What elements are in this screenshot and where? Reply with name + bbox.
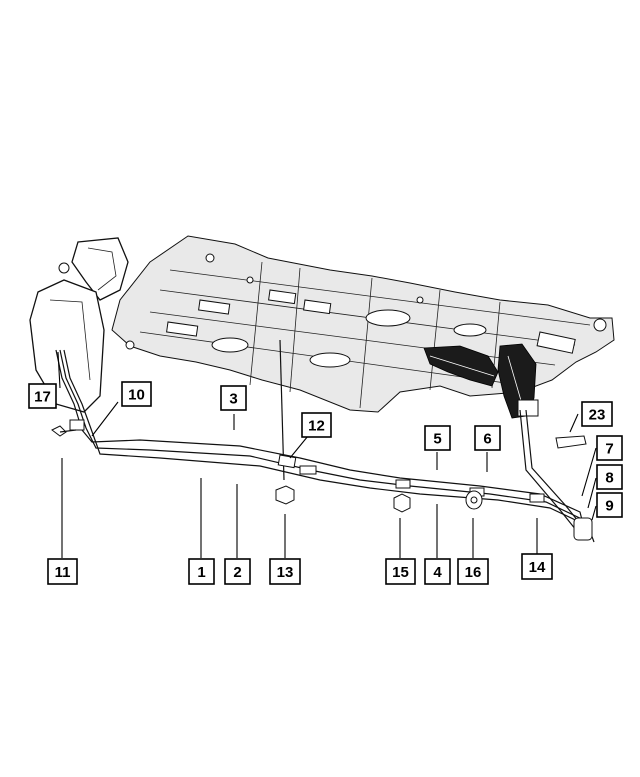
underbody-floor-pan: [111, 235, 615, 413]
callout-label: 13: [277, 564, 294, 581]
callout-15: 15: [385, 558, 416, 585]
callout-8: 8: [596, 464, 623, 490]
callout-10: 10: [121, 381, 152, 407]
fuel-brake-tubes: [55, 339, 595, 543]
rear-suspension: [29, 237, 129, 413]
callout-23: 23: [581, 401, 613, 427]
callout-label: 5: [433, 431, 441, 448]
loose-fasteners: [51, 425, 587, 513]
callout-12: 12: [301, 412, 332, 438]
callout-6: 6: [474, 425, 501, 451]
callout-4: 4: [424, 558, 451, 585]
callout-label: 2: [233, 564, 241, 581]
leader-lines: [57, 351, 597, 558]
callout-label: 12: [308, 418, 325, 435]
callout-3: 3: [220, 385, 247, 411]
callout-1: 1: [188, 558, 215, 585]
callout-label: 17: [34, 389, 51, 406]
callout-label: 15: [392, 564, 409, 581]
callout-9: 9: [596, 492, 623, 518]
callout-label: 9: [605, 498, 613, 515]
fuel-tank-assembly: [423, 343, 539, 419]
callout-label: 6: [483, 431, 491, 448]
callout-label: 7: [605, 441, 613, 458]
callout-17: 17: [28, 383, 57, 409]
callout-label: 3: [229, 391, 237, 408]
callout-label: 4: [433, 564, 442, 581]
callout-7: 7: [596, 435, 623, 461]
callout-11: 11: [47, 558, 78, 585]
callout-label: 10: [128, 387, 145, 404]
callout-14: 14: [521, 553, 553, 580]
callout-label: 16: [465, 564, 482, 581]
callout-label: 8: [605, 470, 613, 487]
callout-label: 23: [589, 407, 606, 424]
callout-label: 14: [529, 559, 546, 576]
callout-label: 11: [55, 564, 71, 581]
callout-2: 2: [224, 558, 251, 585]
callout-16: 16: [457, 558, 489, 585]
callout-5: 5: [424, 425, 451, 451]
callout-13: 13: [269, 558, 301, 585]
callout-label: 1: [197, 564, 205, 581]
